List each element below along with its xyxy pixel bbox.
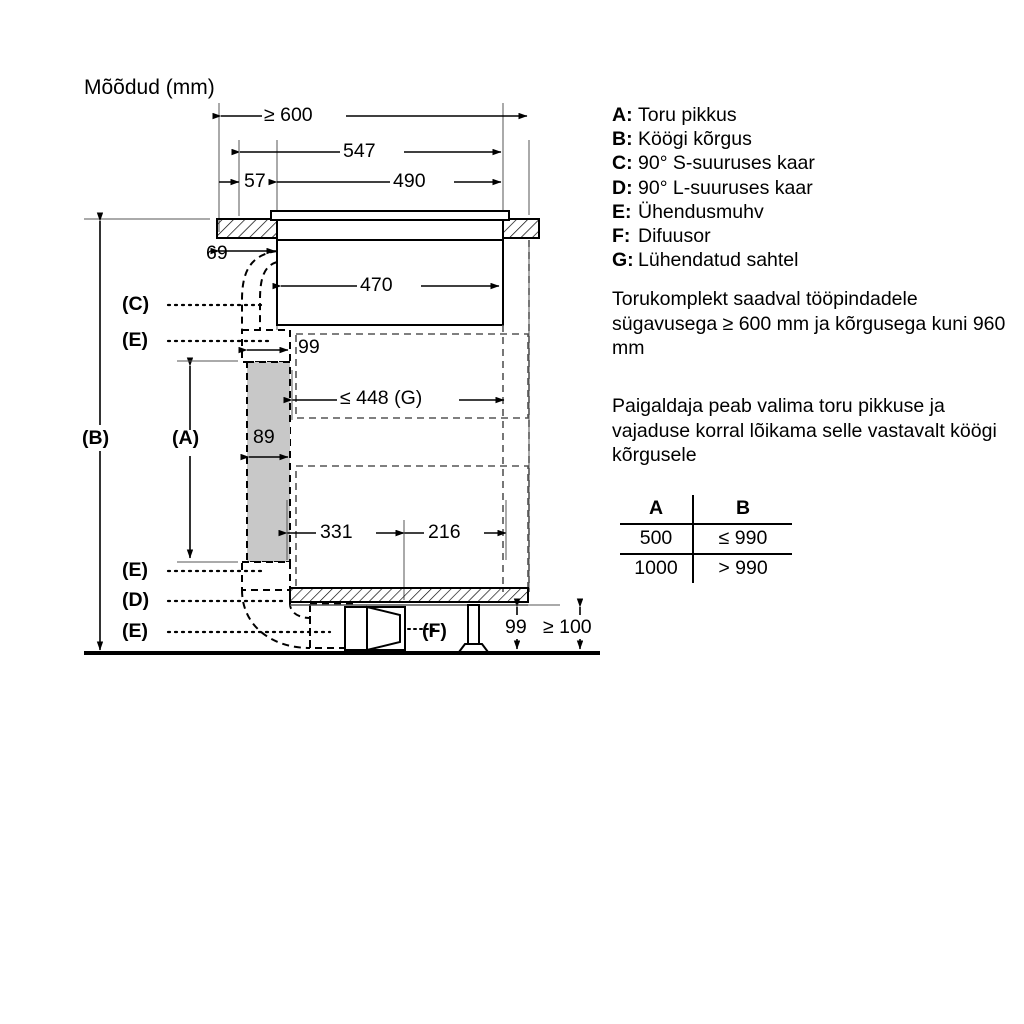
connector-sleeve-upper — [241, 329, 291, 363]
legend-key-e: E: — [612, 200, 632, 223]
dim-label-G: ≤ 448 (G) — [340, 387, 423, 409]
legend-key-d: D: — [612, 176, 633, 199]
legend-item-c: C: 90° S-suuruses kaar — [612, 151, 1012, 175]
table-cell-a-1: 500 — [620, 524, 694, 554]
dim-label-470: 470 — [360, 274, 393, 296]
callout-E-upper: (E) — [122, 329, 148, 351]
table-cell-b-1: ≤ 990 — [718, 527, 768, 549]
base-panel-hatch — [289, 587, 529, 606]
legend-value-b: Köögi kõrgus — [638, 128, 752, 151]
dim-top-547 — [231, 140, 502, 216]
legend-value-a: Toru pikkus — [638, 104, 737, 126]
dim-label-69: 69 — [206, 242, 228, 264]
a-b-table: A B 500 ≤ 990 1000 > 990 — [620, 495, 792, 583]
dim-label-547: 547 — [343, 140, 376, 162]
legend-value-d: 90° L-suuruses kaar — [638, 176, 813, 199]
legend-value-e: Ühendusmuhv — [638, 200, 764, 223]
table-header-a: A — [620, 495, 694, 524]
table-row: 500 ≤ 990 — [620, 524, 792, 554]
legend-value-f: Difuusor — [638, 225, 711, 248]
callout-D: (D) — [122, 589, 150, 611]
note-installer: Paigaldaja peab valima toru pikkuse ja v… — [612, 395, 997, 466]
dim-89 — [240, 425, 290, 461]
dim-top-600 — [212, 104, 528, 128]
dim-label-216: 216 — [428, 521, 461, 543]
worktop-hatch-left — [216, 218, 278, 239]
legend-list: A: Toru pikkus B: Köögi kõrgus C: 90° S-… — [612, 103, 1012, 272]
dim-100-bottom — [540, 598, 616, 650]
dim-top-57-490 — [219, 170, 502, 194]
legend-key-f: F: — [612, 225, 631, 248]
legend-item-e: E: Ühendusmuhv — [612, 200, 1012, 224]
dim-label-331: 331 — [320, 521, 353, 543]
dim-470 — [272, 274, 500, 298]
dim-label-99-bottom: 99 — [505, 616, 527, 638]
legend-item-b: B: Köögi kõrgus — [612, 127, 1012, 151]
dim-label-57: 57 — [244, 170, 266, 192]
dim-label-99-pipe: 99 — [298, 336, 320, 358]
callout-A: (A) — [172, 427, 200, 449]
legend-key-c: C: — [612, 152, 633, 175]
dim-G — [283, 370, 505, 420]
dim-A — [170, 357, 238, 563]
dim-331-216 — [278, 500, 507, 600]
dim-B — [80, 212, 124, 651]
callout-E-mid: (E) — [122, 559, 148, 581]
note-pipe-kit: Torukomplekt saadval tööpindadele sügavu… — [612, 288, 1006, 359]
dim-label-89: 89 — [253, 426, 275, 448]
legend-key-a: A: — [612, 104, 633, 126]
duct-s-bend — [241, 250, 278, 330]
table-header-b: B — [735, 497, 751, 519]
cabinet-leg — [457, 604, 490, 653]
page-title: Mõõdud (mm) — [84, 76, 215, 99]
duct-pipe-vertical — [246, 361, 291, 563]
callout-F: (F) — [422, 620, 447, 642]
legend-value-g: Lühendatud sahtel — [638, 249, 799, 272]
diffuser — [344, 605, 406, 652]
worktop-hatch-right — [502, 218, 540, 239]
callout-B: (B) — [82, 427, 110, 449]
dim-label-600: ≥ 600 — [264, 104, 313, 126]
table-cell-a-2: 1000 — [620, 554, 694, 583]
legend-item-a: A: Toru pikkus — [612, 103, 1012, 127]
table-header-row: A B — [620, 495, 792, 524]
callout-leaders — [166, 303, 332, 634]
legend-item-f: F: Difuusor — [612, 224, 1012, 248]
cooktop-body — [270, 210, 510, 326]
dim-label-100: ≥ 100 — [543, 616, 592, 638]
table-cell-b-2: > 990 — [718, 557, 768, 579]
table-row: 1000 > 990 — [620, 554, 792, 583]
legend-item-d: D: 90° L-suuruses kaar — [612, 176, 1012, 200]
legend-key-b: B: — [612, 128, 633, 151]
legend-key-g: G: — [612, 249, 634, 272]
callout-C: (C) — [122, 293, 150, 315]
connector-sleeve-lower — [241, 561, 291, 591]
dim-label-490: 490 — [393, 170, 426, 192]
dim-99-bottom — [500, 598, 560, 650]
callout-E-lower: (E) — [122, 620, 148, 642]
legend-value-c: 90° S-suuruses kaar — [638, 152, 815, 175]
legend-item-g: G: Lühendatud sahtel — [612, 248, 1012, 272]
